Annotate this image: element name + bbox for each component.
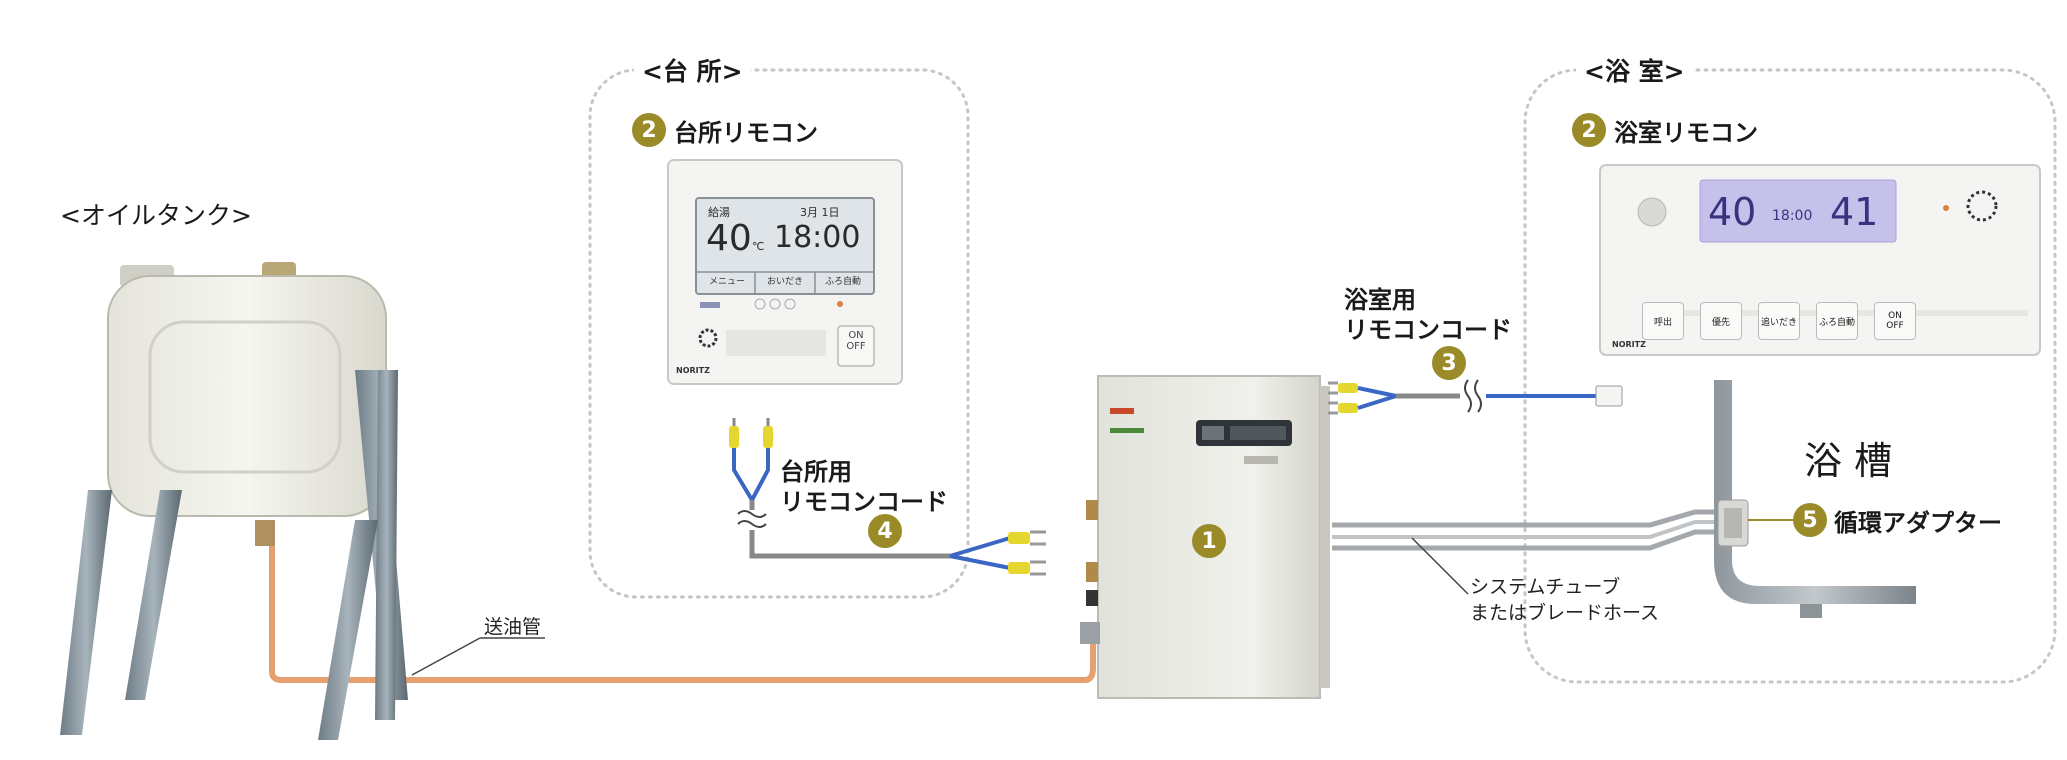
system-tube xyxy=(1332,509,1730,551)
bath-lcd-time: 18:00 xyxy=(1772,208,1813,224)
system-tube-leader xyxy=(1411,537,1469,595)
kitchen-remote xyxy=(667,159,903,385)
bath-remote-cord xyxy=(1328,379,1623,415)
adapter-label: 循環アダプター xyxy=(1834,509,2002,537)
kitchen-lcd-temp: 40 xyxy=(706,218,752,259)
bath-remote-brand: NORITZ xyxy=(1612,340,1646,349)
bathtub xyxy=(1714,380,1916,618)
kitchen-cord-badge: 4 xyxy=(868,514,902,548)
bath-button-reheat: 追いだき xyxy=(1758,302,1800,340)
bathroom-section-border xyxy=(1523,68,2057,684)
system-tube-label-line2: またはブレードホース xyxy=(1470,602,1660,624)
kitchen-lcd-time: 18:00 xyxy=(774,220,861,255)
oil-tank xyxy=(60,262,408,740)
kitchen-remote-brand: NORITZ xyxy=(676,366,710,375)
bath-button-call: 呼出 xyxy=(1642,302,1684,340)
kitchen-remote-badge: 2 xyxy=(632,113,666,147)
kitchen-lcd-button-auto: ふろ自動 xyxy=(824,277,861,287)
bath-onoff-button: ON OFF xyxy=(1874,302,1916,340)
bath-remote-badge: 2 xyxy=(1572,113,1606,147)
bathtub-label: 浴 槽 xyxy=(1804,439,1893,483)
kitchen-section-title: <台 所> xyxy=(634,52,751,88)
kitchen-lcd-button-menu: メニュー xyxy=(708,277,745,287)
bath-lcd-temp1: 40 xyxy=(1708,190,1757,234)
oil-pipe-label: 送油管 xyxy=(484,616,542,638)
bathroom-section-title: <浴 室> xyxy=(1576,52,1693,88)
bath-cord-label-line2: リモコンコード xyxy=(1344,316,1512,344)
oil-tank-title: <オイルタンク> xyxy=(60,201,252,230)
kitchen-onoff-button: ON OFF xyxy=(846,330,866,352)
kitchen-lcd-temp-unit: ℃ xyxy=(752,240,765,253)
circulation-adapter xyxy=(1717,499,1749,547)
boiler-unit xyxy=(1080,375,1330,699)
kitchen-remote-cord xyxy=(729,418,1046,576)
adapter-badge: 5 xyxy=(1793,503,1827,537)
bath-button-auto: ふろ自動 xyxy=(1816,302,1858,340)
kitchen-lcd-temp-label: 給湯 xyxy=(708,206,730,219)
bath-cord-badge: 3 xyxy=(1432,346,1466,380)
oil-pipe xyxy=(269,540,1096,683)
kitchen-lcd: 給湯 3月 1日 40 ℃ 18:00 xyxy=(698,200,872,270)
kitchen-cord-label-line1: 台所用 xyxy=(780,458,852,486)
kitchen-section-border xyxy=(588,68,970,599)
kitchen-lcd-buttons: メニュー おいだき ふろ自動 xyxy=(698,274,872,292)
bath-button-priority: 優先 xyxy=(1700,302,1742,340)
bath-remote-label: 浴室リモコン xyxy=(1614,119,1758,147)
oil-pipe-leader xyxy=(411,637,481,676)
kitchen-lcd-button-reheat: おいだき xyxy=(766,277,803,287)
bath-remote-buttons: 呼出 優先 追いだき ふろ自動 ON OFF xyxy=(1642,302,2022,342)
kitchen-cord-label-line2: リモコンコード xyxy=(780,488,948,516)
system-tube-label-line1: システムチューブ xyxy=(1470,576,1621,598)
boiler-badge: 1 xyxy=(1192,524,1226,558)
bath-lcd-temp2: 41 xyxy=(1830,190,1879,234)
kitchen-lcd-date: 3月 1日 xyxy=(800,206,840,219)
kitchen-remote-label: 台所リモコン xyxy=(674,119,818,147)
bath-cord-label-line1: 浴室用 xyxy=(1344,286,1416,314)
